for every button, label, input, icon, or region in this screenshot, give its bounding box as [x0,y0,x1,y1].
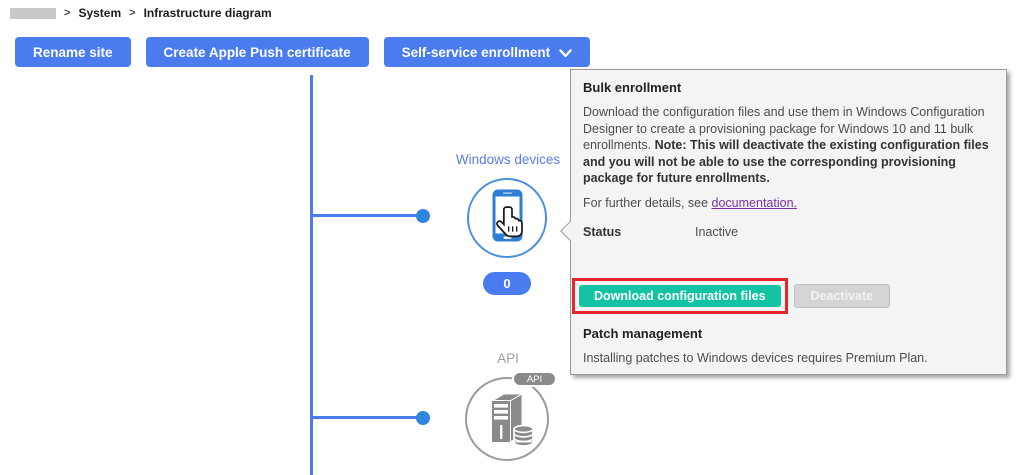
breadcrumb-separator: > [129,7,136,19]
status-value: Inactive [695,224,739,239]
patch-management-title: Patch management [583,325,703,341]
api-node[interactable] [465,377,549,461]
create-apple-push-certificate-button[interactable]: Create Apple Push certificate [145,37,369,67]
bulk-enrollment-popup: Bulk enrollment Download the configurati… [560,69,1007,375]
popup-description-text: Download the configuration files and use… [583,105,985,152]
toolbar: Rename site Create Apple Push certificat… [15,37,591,67]
diagram-branch-line-windows [311,214,419,217]
popup-callout-arrow [560,221,580,241]
server-icon [478,387,536,452]
popup-title: Bulk enrollment [583,80,682,95]
documentation-link[interactable]: documentation. [711,195,798,210]
details-prefix: For further details, see [583,195,712,210]
breadcrumb-item-system[interactable]: System [78,6,122,20]
popup-button-row: Download configuration files Deactivate [572,277,992,314]
diagram-connector-dot-windows [416,209,430,223]
breadcrumb: > System > Infrastructure diagram [10,6,272,20]
chevron-down-icon [559,46,572,61]
red-annotation-highlight: Download configuration files [572,277,788,314]
breadcrumb-separator: > [64,7,71,19]
api-badge: API [512,371,557,387]
popup-description-note: Note: This will deactivate the existing … [583,138,989,185]
popup-description: Download the configuration files and use… [583,104,992,187]
diagram-connector-dot-api [416,411,430,425]
diagram-trunk-line [310,75,313,475]
patch-management-body: Installing patches to Windows devices re… [583,350,928,365]
windows-devices-count-badge: 0 [483,272,531,295]
self-service-enrollment-dropdown-button[interactable]: Self-service enrollment [383,37,591,67]
deactivate-button[interactable]: Deactivate [793,283,891,308]
status-label: Status [583,224,622,239]
create-apple-push-label: Create Apple Push certificate [163,44,351,60]
download-configuration-files-button[interactable]: Download configuration files [579,284,781,307]
breadcrumb-item-infrastructure-diagram: Infrastructure diagram [143,6,272,20]
breadcrumb-site-redacted[interactable] [10,7,56,19]
status-row: Status Inactive [583,225,992,239]
diagram-branch-line-api [311,416,419,419]
rename-site-button[interactable]: Rename site [15,37,131,67]
self-service-label: Self-service enrollment [401,44,551,60]
windows-devices-node-label: Windows devices [455,152,561,167]
popup-details-line: For further details, see documentation. [583,196,992,210]
hand-cursor-icon [494,205,526,250]
api-node-label: API [497,351,519,366]
rename-site-label: Rename site [33,44,113,60]
